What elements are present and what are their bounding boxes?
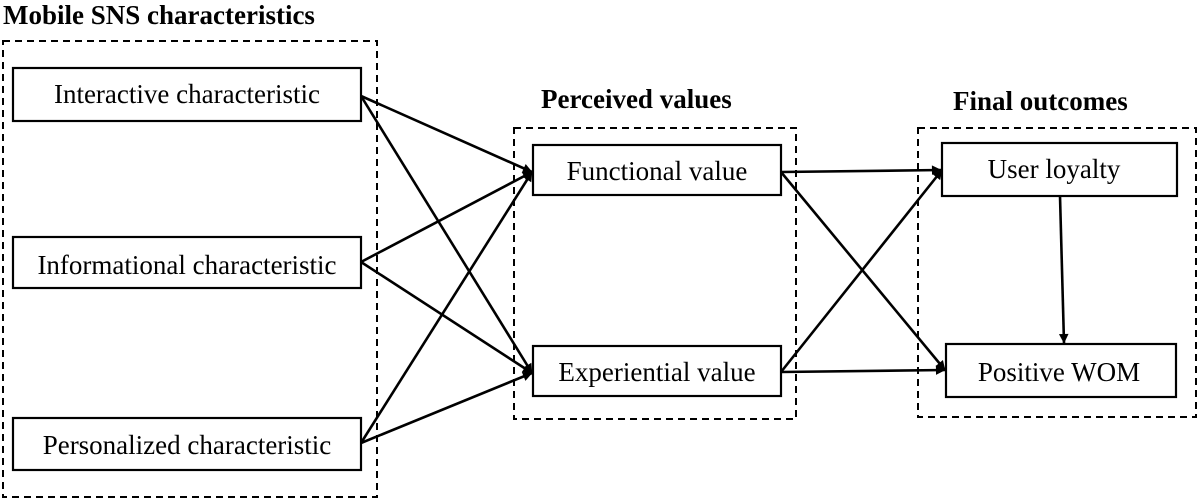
final-outcomes-group-title: Final outcomes bbox=[953, 86, 1128, 116]
mobile-sns-group-box bbox=[2, 40, 378, 498]
node-informational-label: Informational characteristic bbox=[37, 250, 336, 280]
node-experiential-label: Experiential value bbox=[558, 357, 755, 387]
node-loyalty-box bbox=[940, 141, 1179, 198]
edge-loyalty-to-wom bbox=[1058, 195, 1069, 344]
node-loyalty: User loyalty bbox=[940, 141, 1179, 198]
node-informational-box bbox=[11, 235, 363, 290]
edge-interactive-to-experiential bbox=[359, 95, 534, 374]
node-informational: Informational characteristic bbox=[11, 235, 363, 290]
edge-personalized-to-functional bbox=[359, 171, 534, 444]
node-wom-label: Positive WOM bbox=[978, 357, 1140, 387]
edge-experiential-to-loyalty bbox=[779, 169, 944, 373]
edge-interactive-to-functional bbox=[360, 94, 533, 174]
node-experiential-box bbox=[531, 344, 783, 398]
node-personalized-label: Personalized characteristic bbox=[43, 430, 332, 460]
node-loyalty-label: User loyalty bbox=[988, 154, 1121, 184]
node-interactive-box bbox=[11, 66, 363, 123]
node-interactive: Interactive characteristic bbox=[11, 66, 363, 123]
node-interactive-label: Interactive characteristic bbox=[54, 79, 320, 109]
edge-experiential-to-wom bbox=[780, 365, 946, 375]
perceived-values-group-title: Perceived values bbox=[541, 84, 732, 114]
node-wom-box bbox=[944, 342, 1178, 399]
edge-functional-to-loyalty bbox=[780, 165, 942, 175]
node-personalized: Personalized characteristic bbox=[11, 416, 363, 472]
node-wom: Positive WOM bbox=[944, 342, 1178, 399]
mobile-sns-group-title: Mobile SNS characteristics bbox=[3, 0, 315, 30]
edge-personalized-to-experiential bbox=[360, 371, 533, 445]
node-functional-label: Functional value bbox=[567, 156, 748, 186]
node-functional-box bbox=[531, 143, 783, 197]
edge-layer bbox=[359, 94, 1069, 445]
perceived-values-group-box bbox=[513, 127, 797, 420]
edge-informational-to-experiential bbox=[360, 260, 533, 375]
node-experiential: Experiential value bbox=[531, 344, 783, 398]
final-outcomes-group-box bbox=[917, 127, 1197, 418]
node-personalized-box bbox=[11, 416, 363, 472]
node-functional: Functional value bbox=[531, 143, 783, 197]
edge-informational-to-functional bbox=[360, 170, 533, 264]
